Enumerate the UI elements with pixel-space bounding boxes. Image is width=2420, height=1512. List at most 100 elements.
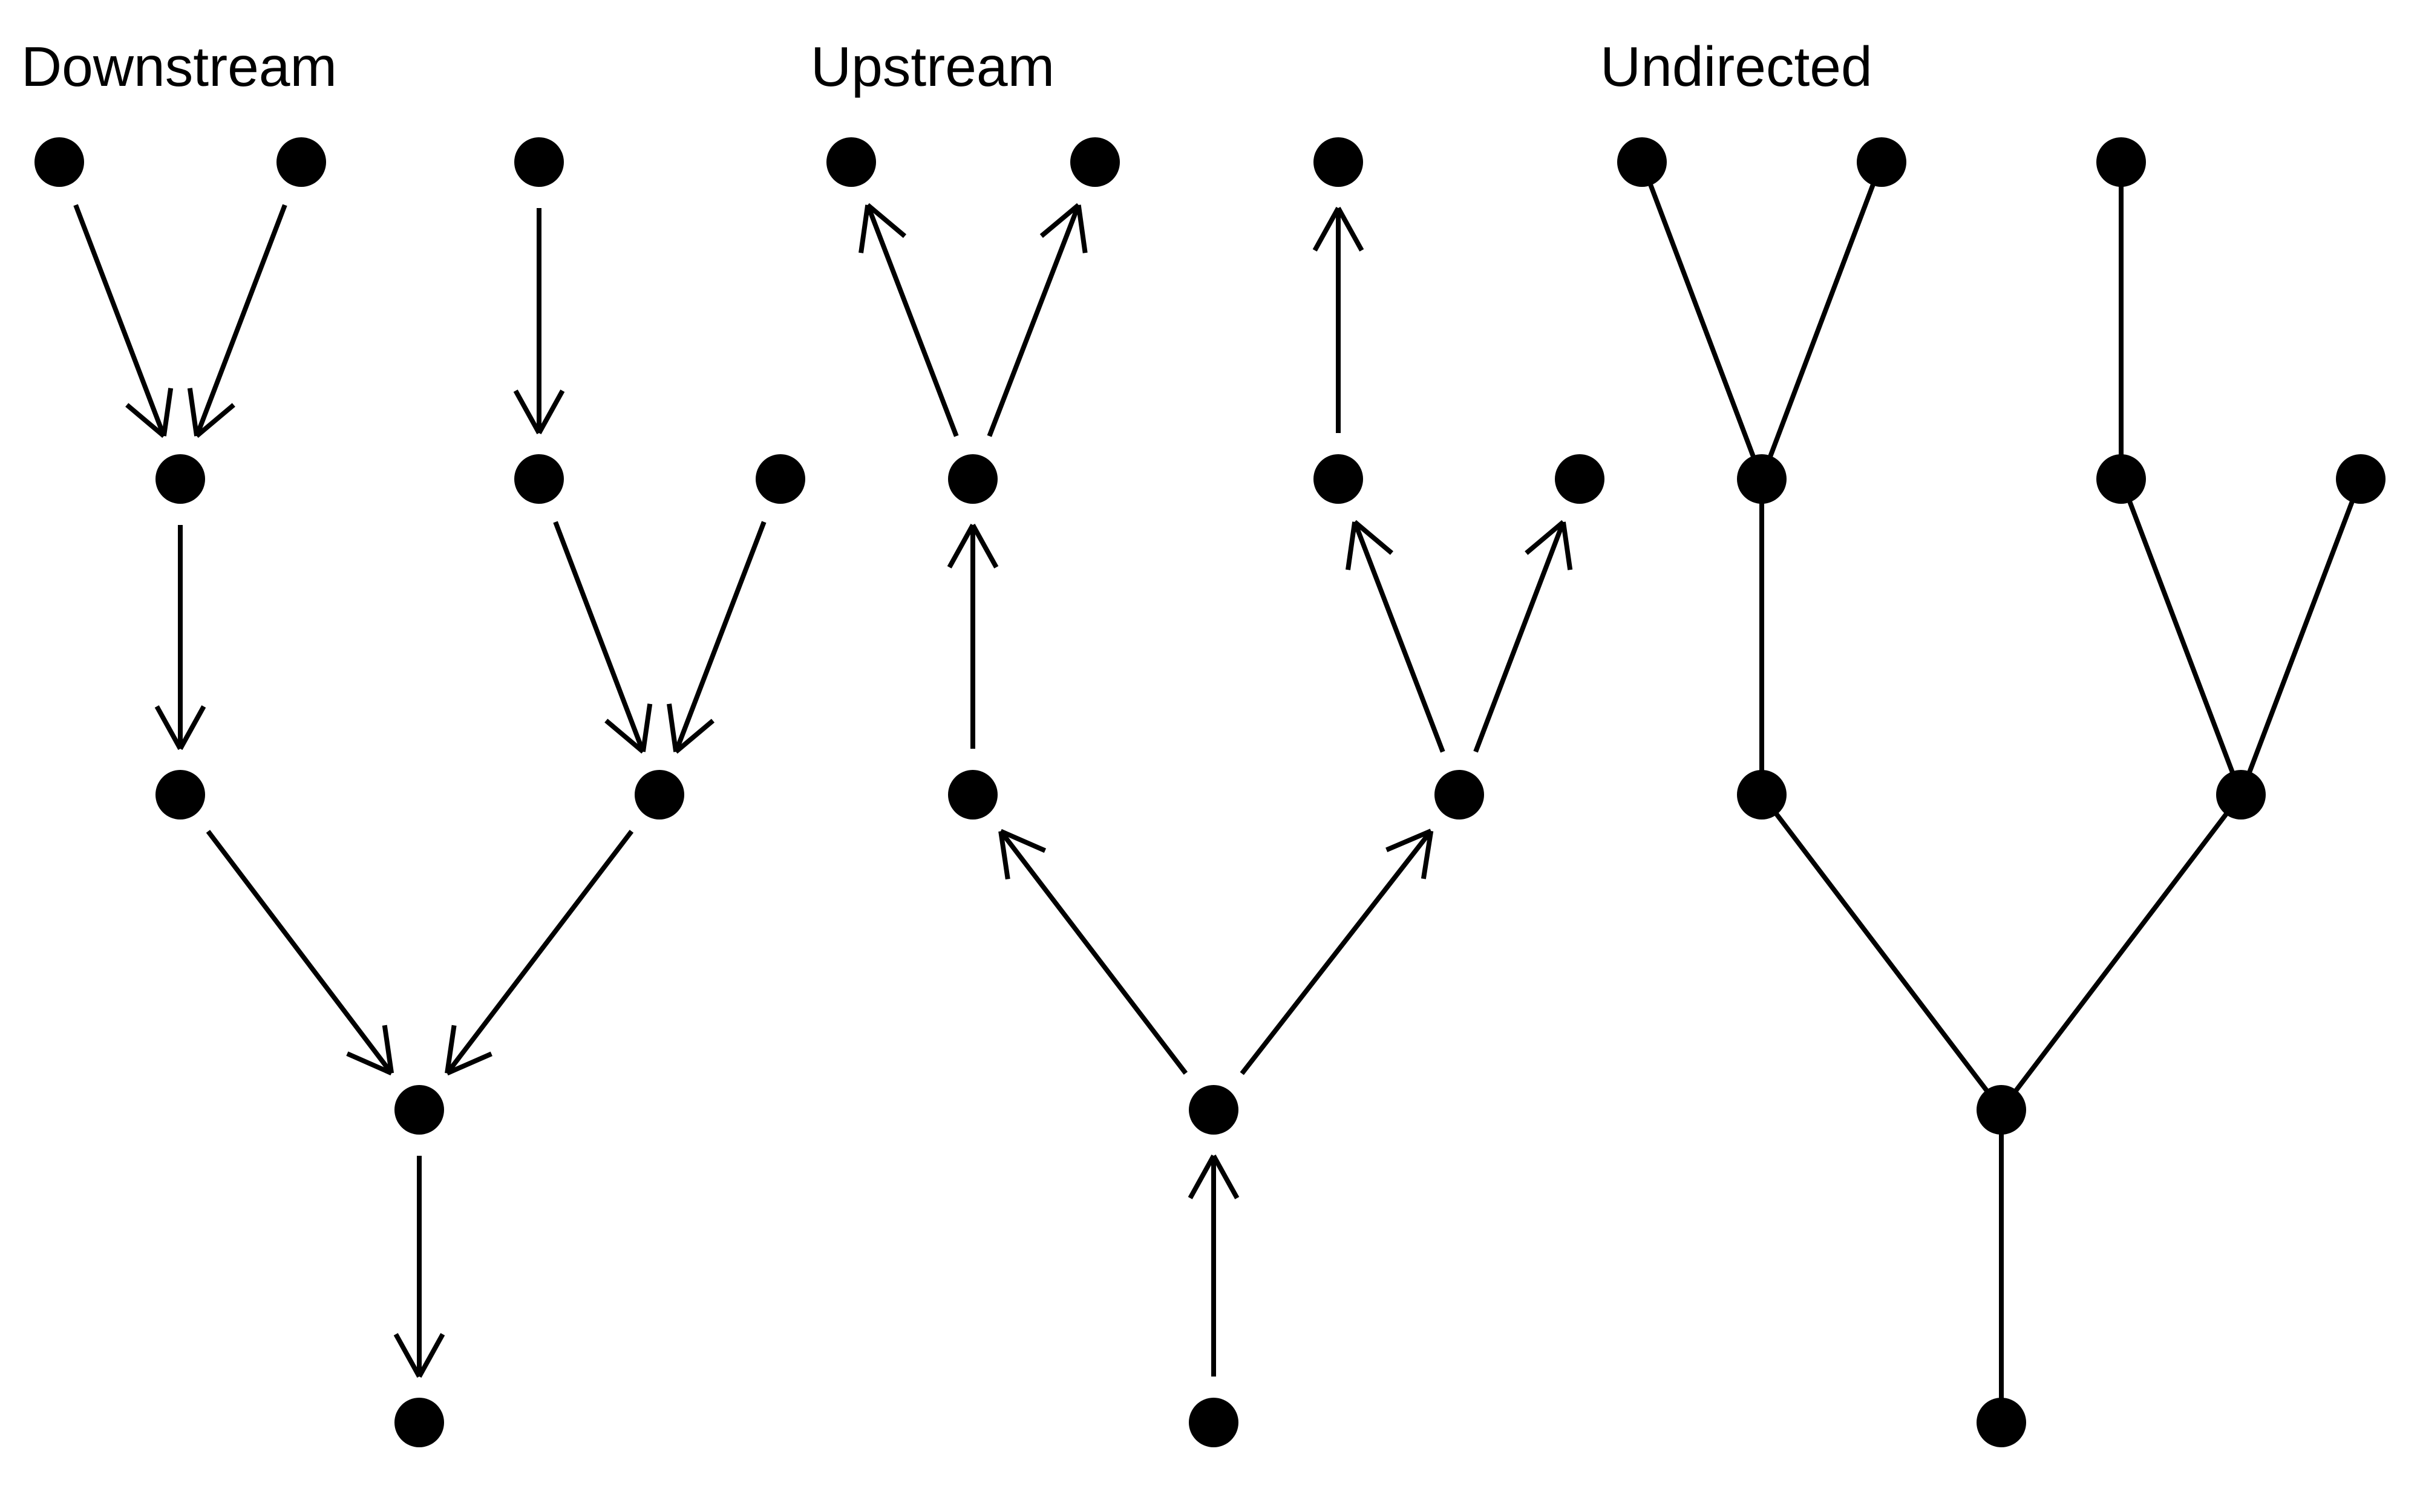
arrowhead-barb <box>640 703 653 752</box>
arrowhead-barb <box>667 703 679 752</box>
arrow-edge-n8-n5 <box>1346 520 1445 753</box>
arrowhead-barb <box>178 705 206 750</box>
arrowhead-barb <box>417 1333 445 1378</box>
arrowhead-barb <box>858 204 871 253</box>
edge-shaft <box>73 204 166 437</box>
graph-node-upstream-n1 <box>826 137 876 187</box>
arrowhead-barb <box>1385 829 1432 852</box>
arrow-edge-n6-n8 <box>667 521 767 754</box>
edge-n6-n8 <box>2238 478 2363 796</box>
arrowhead-barb <box>446 1051 492 1076</box>
edge-n2-n4 <box>1759 161 1884 480</box>
graph-node-undirected-n3 <box>2096 137 2146 187</box>
edge-shaft <box>206 830 394 1075</box>
graph-node-upstream-n7 <box>948 770 998 820</box>
edge-line <box>1999 793 2243 1112</box>
arrow-edge-n8-n9 <box>445 830 634 1076</box>
arrow-edge-n10-n9 <box>1188 1155 1240 1377</box>
graph-node-undirected-n10 <box>1977 1398 2026 1447</box>
arrowhead-barb <box>1421 830 1434 879</box>
arrow-edge-n2-n4 <box>187 204 287 438</box>
arrowhead-barb <box>1039 203 1081 238</box>
graph-node-undirected-n1 <box>1617 137 1667 187</box>
arrowhead-barb <box>1076 204 1088 253</box>
graph-node-downstream-n4 <box>155 454 205 504</box>
edge-shaft <box>673 521 767 753</box>
arrowhead-barb <box>998 830 1010 880</box>
edge-shaft <box>987 204 1081 437</box>
edge-shaft <box>194 204 287 437</box>
graph-node-undirected-n8 <box>2216 770 2266 820</box>
arrowhead-barb <box>537 389 565 434</box>
graph-node-undirected-n9 <box>1977 1085 2026 1135</box>
arrowhead-barb <box>513 389 541 434</box>
graph-node-downstream-n10 <box>394 1398 444 1447</box>
arrowhead-barb <box>1346 521 1358 570</box>
edge-line <box>1759 793 2004 1112</box>
edge-shaft <box>445 830 634 1075</box>
arrow-edge-n3-n5 <box>513 208 565 434</box>
edge-line <box>1759 161 1884 480</box>
panel-downstream <box>34 137 805 1447</box>
panel-undirected <box>1617 137 2386 1447</box>
arrow-edge-n9-n7 <box>998 829 1188 1075</box>
arrowhead-barb <box>1336 207 1364 252</box>
panel-title-upstream: Upstream <box>811 35 1055 98</box>
arrowhead-barb <box>866 203 907 238</box>
edge-shaft <box>998 829 1188 1075</box>
panel-upstream <box>826 137 1604 1447</box>
edge-line <box>2238 478 2363 796</box>
arrowhead-barb <box>161 388 174 437</box>
graph-node-upstream-n4 <box>948 454 998 504</box>
graph-node-undirected-n2 <box>1857 137 1906 187</box>
graph-node-undirected-n4 <box>1737 454 1787 504</box>
arrowhead-barb <box>970 524 999 569</box>
graph-node-upstream-n5 <box>1313 454 1363 504</box>
panel-title-undirected: Undirected <box>1600 35 1872 98</box>
arrow-edge-n8-n6 <box>1473 520 1573 753</box>
edge-n5-n8 <box>2119 478 2243 796</box>
arrowhead-barb <box>445 1025 457 1074</box>
edge-line <box>2119 478 2243 796</box>
arrow-edge-n4-n2 <box>987 203 1088 437</box>
arrow-edge-n7-n4 <box>947 524 999 749</box>
arrow-edge-n4-n7 <box>154 525 206 750</box>
graph-node-upstream-n3 <box>1313 137 1363 187</box>
edge-n7-n9 <box>1759 793 2004 1112</box>
edge-shaft <box>865 204 959 437</box>
arrowhead-barb <box>1312 207 1341 252</box>
graph-node-downstream-n6 <box>756 454 805 504</box>
edge-shaft <box>553 521 646 753</box>
graph-node-upstream-n10 <box>1189 1398 1238 1447</box>
graph-node-undirected-n7 <box>1737 770 1787 820</box>
arrowhead-barb <box>382 1025 394 1074</box>
arrowhead-barb <box>674 719 715 754</box>
graph-node-downstream-n8 <box>635 770 684 820</box>
edge-shaft <box>1352 521 1445 753</box>
arrowhead-barb <box>187 388 200 437</box>
arrow-edge-n9-n10 <box>393 1156 445 1378</box>
graph-node-upstream-n6 <box>1555 454 1604 504</box>
edge-n8-n9 <box>1999 793 2243 1112</box>
arrowhead-barb <box>1188 1155 1216 1199</box>
graph-node-downstream-n2 <box>276 137 326 187</box>
graph-node-upstream-n9 <box>1189 1085 1238 1135</box>
arrowhead-barb <box>154 705 183 750</box>
arrowhead-barb <box>999 829 1047 853</box>
graph-node-downstream-n9 <box>394 1085 444 1135</box>
arrow-edge-n1-n4 <box>73 204 174 438</box>
arrow-edge-n7-n9 <box>206 830 394 1076</box>
arrowhead-barb <box>604 719 645 754</box>
arrowhead-barb <box>1211 1155 1240 1199</box>
arrow-edge-n5-n3 <box>1312 207 1364 433</box>
arrowhead-barb <box>125 403 166 438</box>
graph-node-undirected-n5 <box>2096 454 2146 504</box>
arrow-edge-n5-n8 <box>553 521 653 754</box>
graph-node-downstream-n3 <box>514 137 564 187</box>
graph-node-upstream-n2 <box>1070 137 1120 187</box>
graph-node-undirected-n6 <box>2336 454 2386 504</box>
graph-node-downstream-n1 <box>34 137 84 187</box>
edge-n1-n4 <box>1640 161 1764 480</box>
